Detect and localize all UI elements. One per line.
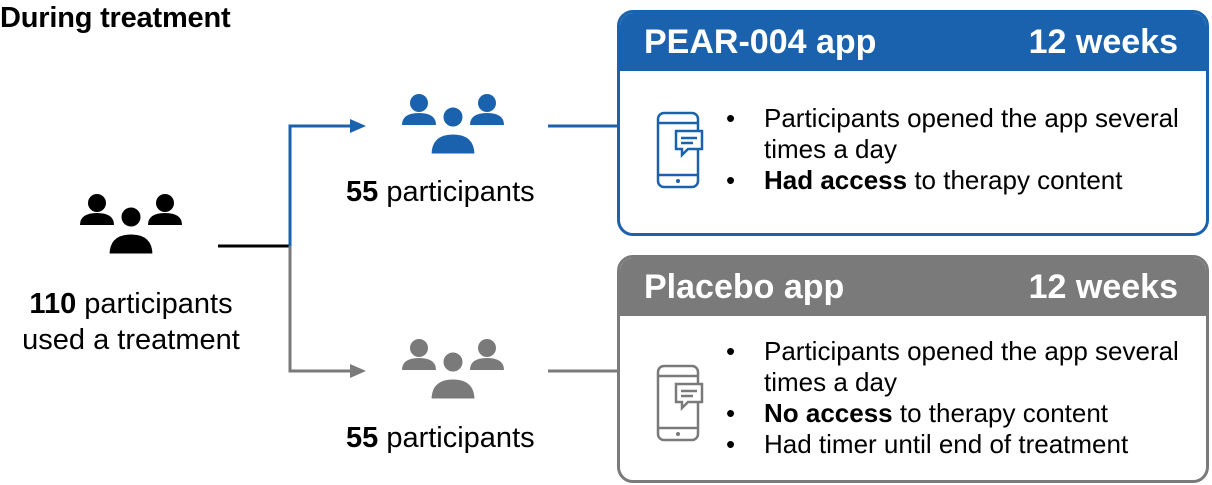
arm1-arrowhead — [350, 119, 366, 133]
people-group-icon — [402, 339, 504, 402]
arm2-label-suffix: participants — [378, 422, 535, 454]
people-group-icon — [80, 194, 182, 257]
arm1-bullet-list: Participants opened the app several time… — [720, 103, 1190, 196]
arm1-connector — [288, 124, 350, 246]
box-header: PEAR-004 app 12 weeks — [620, 13, 1206, 71]
arm2-arrowhead — [350, 364, 366, 378]
people-group-icon — [402, 94, 504, 157]
source-label-suffix: participants — [76, 288, 233, 320]
source-label: 110 participants used a treatment — [0, 286, 262, 358]
phone-chat-icon — [656, 111, 704, 189]
box-title: PEAR-004 app — [644, 22, 877, 61]
arm2-connector — [288, 246, 350, 373]
source-label-line2: used a treatment — [22, 324, 240, 356]
box-duration: 12 weeks — [1028, 22, 1178, 61]
box-duration: 12 weeks — [1028, 267, 1178, 306]
bullet-item: No access to therapy content — [720, 398, 1200, 429]
box-header: Placebo app 12 weeks — [620, 258, 1206, 316]
placebo-app-box: Placebo app 12 weeks Participants opened… — [617, 255, 1209, 483]
source-count: 110 — [29, 288, 77, 320]
arm1-label: 55 participants — [346, 176, 535, 209]
arm2-label: 55 participants — [346, 422, 535, 455]
arm2-bullet-list: Participants opened the app several time… — [720, 336, 1200, 460]
bullet-item: Had timer until end of treatment — [720, 429, 1200, 460]
diagram-title: During treatment — [0, 2, 231, 34]
box-title: Placebo app — [644, 267, 845, 306]
bullet-item: Had access to therapy content — [720, 165, 1190, 196]
arm2-count: 55 — [346, 422, 379, 454]
pear-004-app-box: PEAR-004 app 12 weeks Participants opene… — [617, 10, 1209, 236]
arm1-count: 55 — [346, 176, 379, 208]
bullet-item: Participants opened the app several time… — [720, 103, 1190, 165]
arm1-label-suffix: participants — [378, 176, 535, 208]
phone-chat-icon — [656, 364, 704, 442]
bullet-item: Participants opened the app several time… — [720, 336, 1200, 398]
